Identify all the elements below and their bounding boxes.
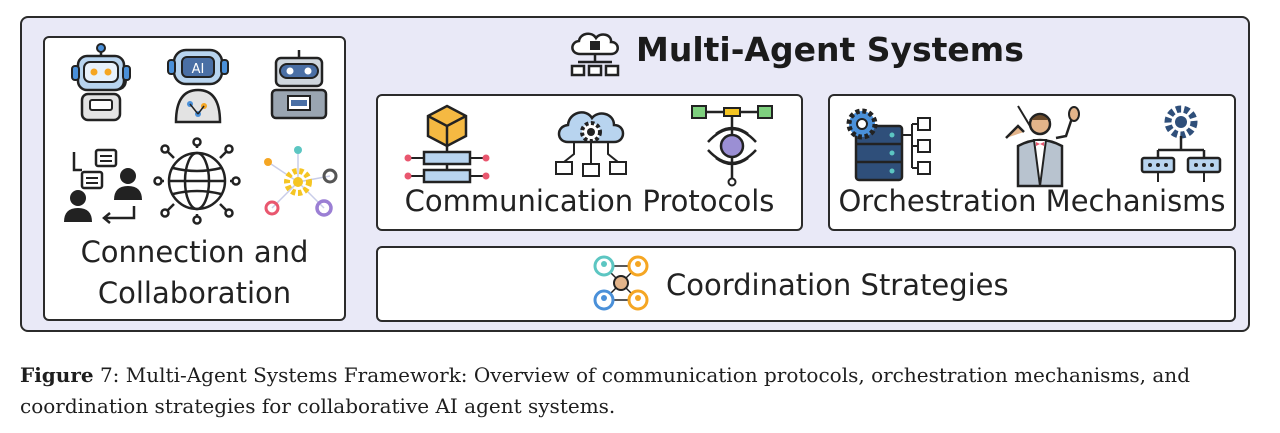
robot-headset-icon [71,43,131,122]
cloud-network-icon [570,32,620,77]
robot-head-icon [270,50,328,120]
server-gear-icon [846,108,931,182]
figure-number: 7: [99,363,120,387]
coordination-strategies-panel [376,246,1236,322]
ai-badge-text: AI [192,62,205,77]
signal-node-icon [691,105,773,187]
orchestration-mechanisms-label: Orchestration Mechanisms [838,184,1226,218]
coordination-strategies-label: Coordination Strategies [666,268,1009,302]
people-network-icon [593,255,649,311]
connection-label-line1: Connection and [80,235,309,269]
figure-caption: Figure 7: Multi-Agent Systems Framework:… [20,360,1260,422]
communication-protocols-label: Communication Protocols [404,184,775,218]
gear-hierarchy-icon [1140,105,1222,182]
gear-network-icon [264,146,338,217]
globe-network-icon [153,137,241,225]
cube-hierarchy-icon [404,104,490,184]
ai-robot-icon: AI [167,48,229,124]
connection-label-line2: Collaboration [97,276,292,310]
cloud-gear-icon [555,111,627,177]
conductor-icon [1005,105,1080,188]
people-chat-icon [64,148,142,224]
figure-label: Figure [20,363,94,387]
caption-text: Multi-Agent Systems Framework: Overview … [20,363,1190,418]
page-title: Multi-Agent Systems [636,30,1024,69]
